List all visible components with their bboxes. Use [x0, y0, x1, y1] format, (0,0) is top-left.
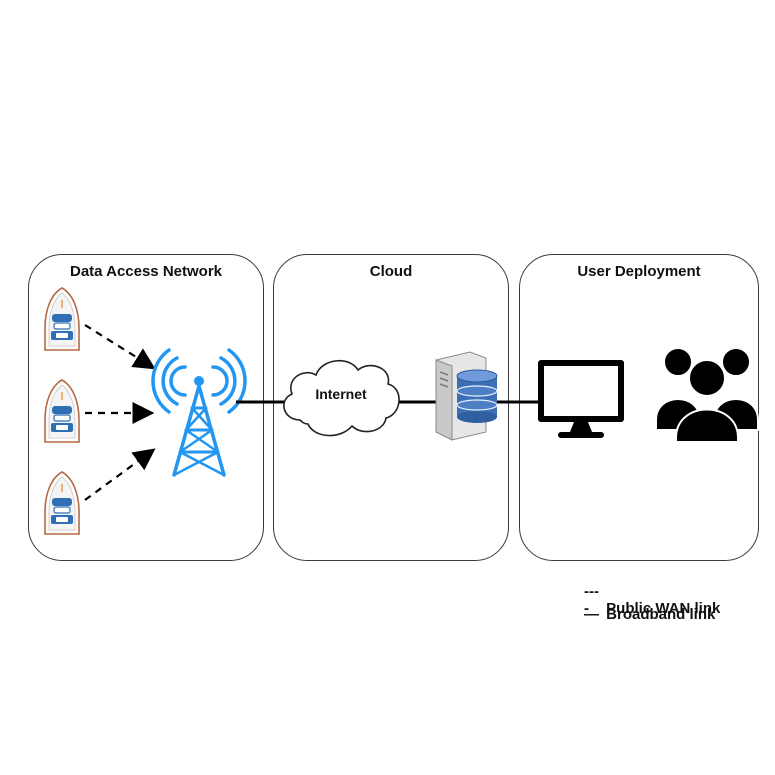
boat-icon: [44, 379, 80, 443]
boat-icon: [44, 287, 80, 351]
legend-public-wan-link: ---- Public WAN link: [584, 583, 720, 617]
legend-broadband-link: — Broadband link: [584, 606, 715, 623]
panel-title-cloud: Cloud: [369, 263, 413, 280]
legend-wan-symbol: ----: [584, 583, 599, 617]
panel-title-data-access-network: Data Access Network: [69, 263, 222, 280]
monitor-icon: [538, 360, 624, 438]
cloud-label: Internet: [315, 386, 367, 402]
users-group-icon: [655, 347, 759, 443]
boat-icon: [44, 471, 80, 535]
cloud-icon: [283, 360, 400, 437]
wan-link-arrow: [84, 324, 156, 370]
legend-broadband-symbol: —: [584, 606, 599, 623]
wan-link-arrow: [84, 448, 156, 501]
cell-tower-icon: [151, 348, 247, 477]
legend-broadband-label: Broadband link: [606, 606, 716, 623]
legend-wan-label: Public WAN link: [606, 600, 721, 617]
panel-title-user-deployment: User Deployment: [577, 263, 701, 280]
server-database-icon: [435, 351, 498, 441]
